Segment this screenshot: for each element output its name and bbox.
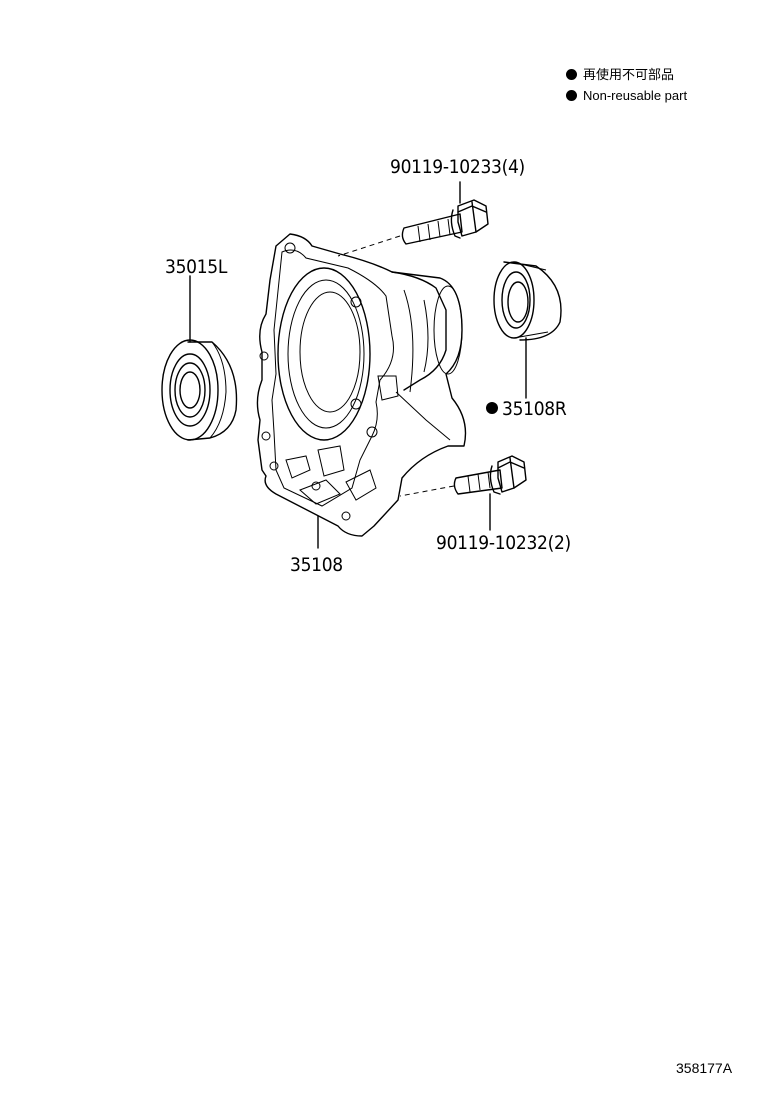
legend-text-en: Non-reusable part [583, 88, 688, 103]
legend-row-jp: 再使用不可部品 [566, 64, 687, 85]
bolt-bottom-hole-guide [399, 485, 455, 497]
part-label-bolt-bottom[interactable]: 90119-10232(2) [436, 532, 571, 554]
non-reusable-bullet-icon [566, 90, 577, 101]
part-label-seal[interactable]: 35108R [502, 398, 567, 420]
part-label-bearing[interactable]: 35015L [165, 256, 228, 278]
bolt-top[interactable] [401, 199, 489, 245]
bearing[interactable] [161, 339, 238, 441]
non-reusable-bullet-icon [566, 69, 577, 80]
non-reusable-marker-icon [486, 402, 498, 414]
oil-seal[interactable] [493, 261, 562, 341]
legend-row-en: Non-reusable part [566, 85, 687, 106]
diagram-code: 358177A [676, 1060, 733, 1076]
bolt-bottom[interactable] [453, 455, 527, 495]
legend-text-jp: 再使用不可部品 [583, 67, 675, 82]
part-label-housing[interactable]: 35108 [290, 554, 343, 576]
part-label-bolt-top[interactable]: 90119-10233(4) [390, 156, 525, 178]
legend: 再使用不可部品 Non-reusable part [566, 64, 687, 106]
bolt-top-hole-guide [337, 235, 401, 257]
extension-housing[interactable] [256, 233, 467, 537]
